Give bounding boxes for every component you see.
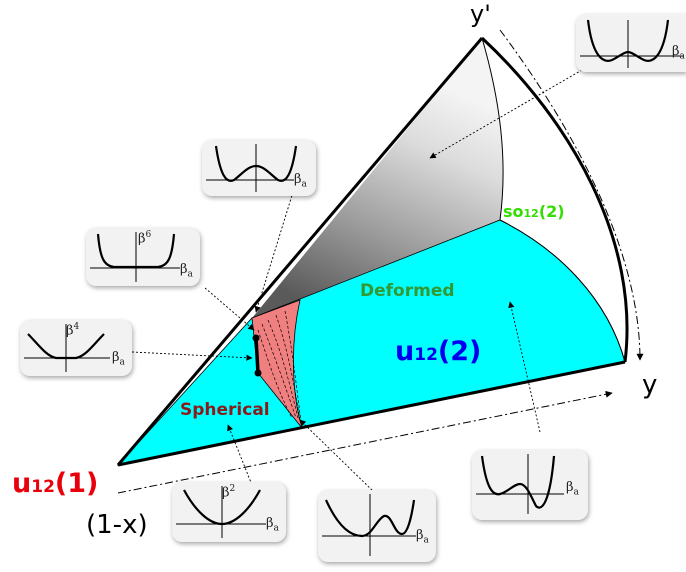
potential-inset-double-well: βa — [202, 140, 316, 196]
beta-a-label: βa — [294, 172, 307, 190]
beta-symbol: β — [112, 350, 120, 365]
beta-symbol: β — [222, 485, 230, 501]
potential-curve-top-right — [580, 19, 684, 68]
beta-a-label: βa — [566, 480, 579, 498]
arrow-beta6-inset — [204, 287, 255, 331]
potential-curve-beta2 — [176, 486, 266, 538]
beta-symbol: β — [138, 231, 146, 247]
label-u12-1-sub: 12 — [31, 477, 55, 497]
edge-yprime-y — [480, 36, 629, 363]
beta-subscript: a — [423, 535, 429, 546]
arrow-top-right-inset — [429, 69, 583, 159]
beta-a-label: βa — [672, 44, 685, 62]
deformed-region — [252, 38, 504, 318]
arrow-double-well-inset — [254, 191, 294, 313]
beta-a-label: βa — [112, 350, 125, 368]
label-so12-2-arg: (2) — [538, 202, 565, 221]
label-spherical: Spherical — [180, 400, 270, 420]
arrow-bottom-mid-inset — [299, 419, 376, 494]
label-u12-2-arg: (2) — [437, 336, 482, 367]
critical-line — [254, 337, 260, 374]
beta-exponent: 4 — [73, 322, 80, 332]
label-deformed: Deformed — [360, 281, 455, 301]
label-so12-2-sub: 12 — [523, 207, 539, 220]
potential-inset-bottom-mid: βa — [318, 490, 436, 562]
potential-curve-beta4 — [24, 324, 110, 372]
arrow-beta2-inset — [227, 424, 253, 486]
beta-symbol: β — [566, 480, 574, 495]
edge-u1-y — [117, 360, 626, 467]
beta-symbol: β — [66, 323, 74, 339]
potential-inset-bottom-right: βa — [472, 450, 588, 520]
u12-boundary-arc — [499, 219, 626, 363]
beta-symbol: β — [672, 44, 680, 59]
label-y: y — [642, 370, 658, 400]
beta-subscript: a — [187, 269, 193, 280]
potential-inset-beta2: β2 βa — [172, 482, 286, 542]
label-so12-2-base: so — [503, 202, 524, 221]
one-minus-x-axis-arrow — [117, 390, 613, 494]
potential-inset-beta6: β6 βa — [86, 228, 200, 286]
beta-symbol: β — [180, 262, 188, 277]
beta-symbol: β — [266, 516, 274, 531]
critical-point-top — [252, 334, 260, 342]
critical-point-bottom — [254, 369, 262, 377]
beta-a-label: βa — [266, 516, 279, 534]
label-u12-1-arg: (1) — [54, 468, 99, 499]
beta-subscript: a — [119, 357, 125, 368]
label-so12-2: so12(2) — [503, 204, 565, 220]
arrow-beta4-inset — [131, 351, 253, 361]
beta-symbol: β — [294, 172, 302, 187]
beta2-label: β2 — [222, 484, 235, 500]
beta4-label: β4 — [66, 322, 79, 338]
beta-subscript: a — [273, 523, 279, 534]
potential-curve-bottom-right — [476, 454, 564, 514]
potential-curve-double-well — [206, 144, 298, 192]
beta-subscript: a — [679, 51, 685, 62]
beta-exponent: 2 — [229, 484, 236, 494]
beta6-label: β6 — [138, 230, 151, 246]
potential-inset-top-right: βa — [576, 14, 686, 72]
beta-subscript: a — [301, 179, 307, 190]
beta-a-label: βa — [416, 528, 429, 546]
label-u12-1: u12(1) — [12, 470, 98, 497]
label-u12-2-base: u — [395, 336, 415, 367]
coexistence-hatch — [257, 310, 302, 423]
edge-u1-yprime — [116, 37, 484, 466]
potential-inset-beta4: β4 βa — [20, 320, 132, 376]
potential-curve-beta6 — [90, 232, 180, 282]
label-u12-2-sub: 12 — [414, 345, 438, 365]
label-u12-2: u12(2) — [395, 338, 481, 365]
beta-a-label: βa — [180, 262, 193, 280]
beta-exponent: 6 — [145, 230, 152, 240]
label-y-prime: y' — [470, 0, 491, 28]
potential-curve-bottom-mid — [322, 494, 416, 556]
so12-boundary-arc — [481, 37, 504, 221]
label-one-minus-x: (1-x) — [86, 510, 148, 540]
beta-subscript: a — [573, 487, 579, 498]
label-u12-1-base: u — [12, 468, 32, 499]
y-axis-arrow — [499, 29, 644, 361]
beta-symbol: β — [416, 528, 424, 543]
